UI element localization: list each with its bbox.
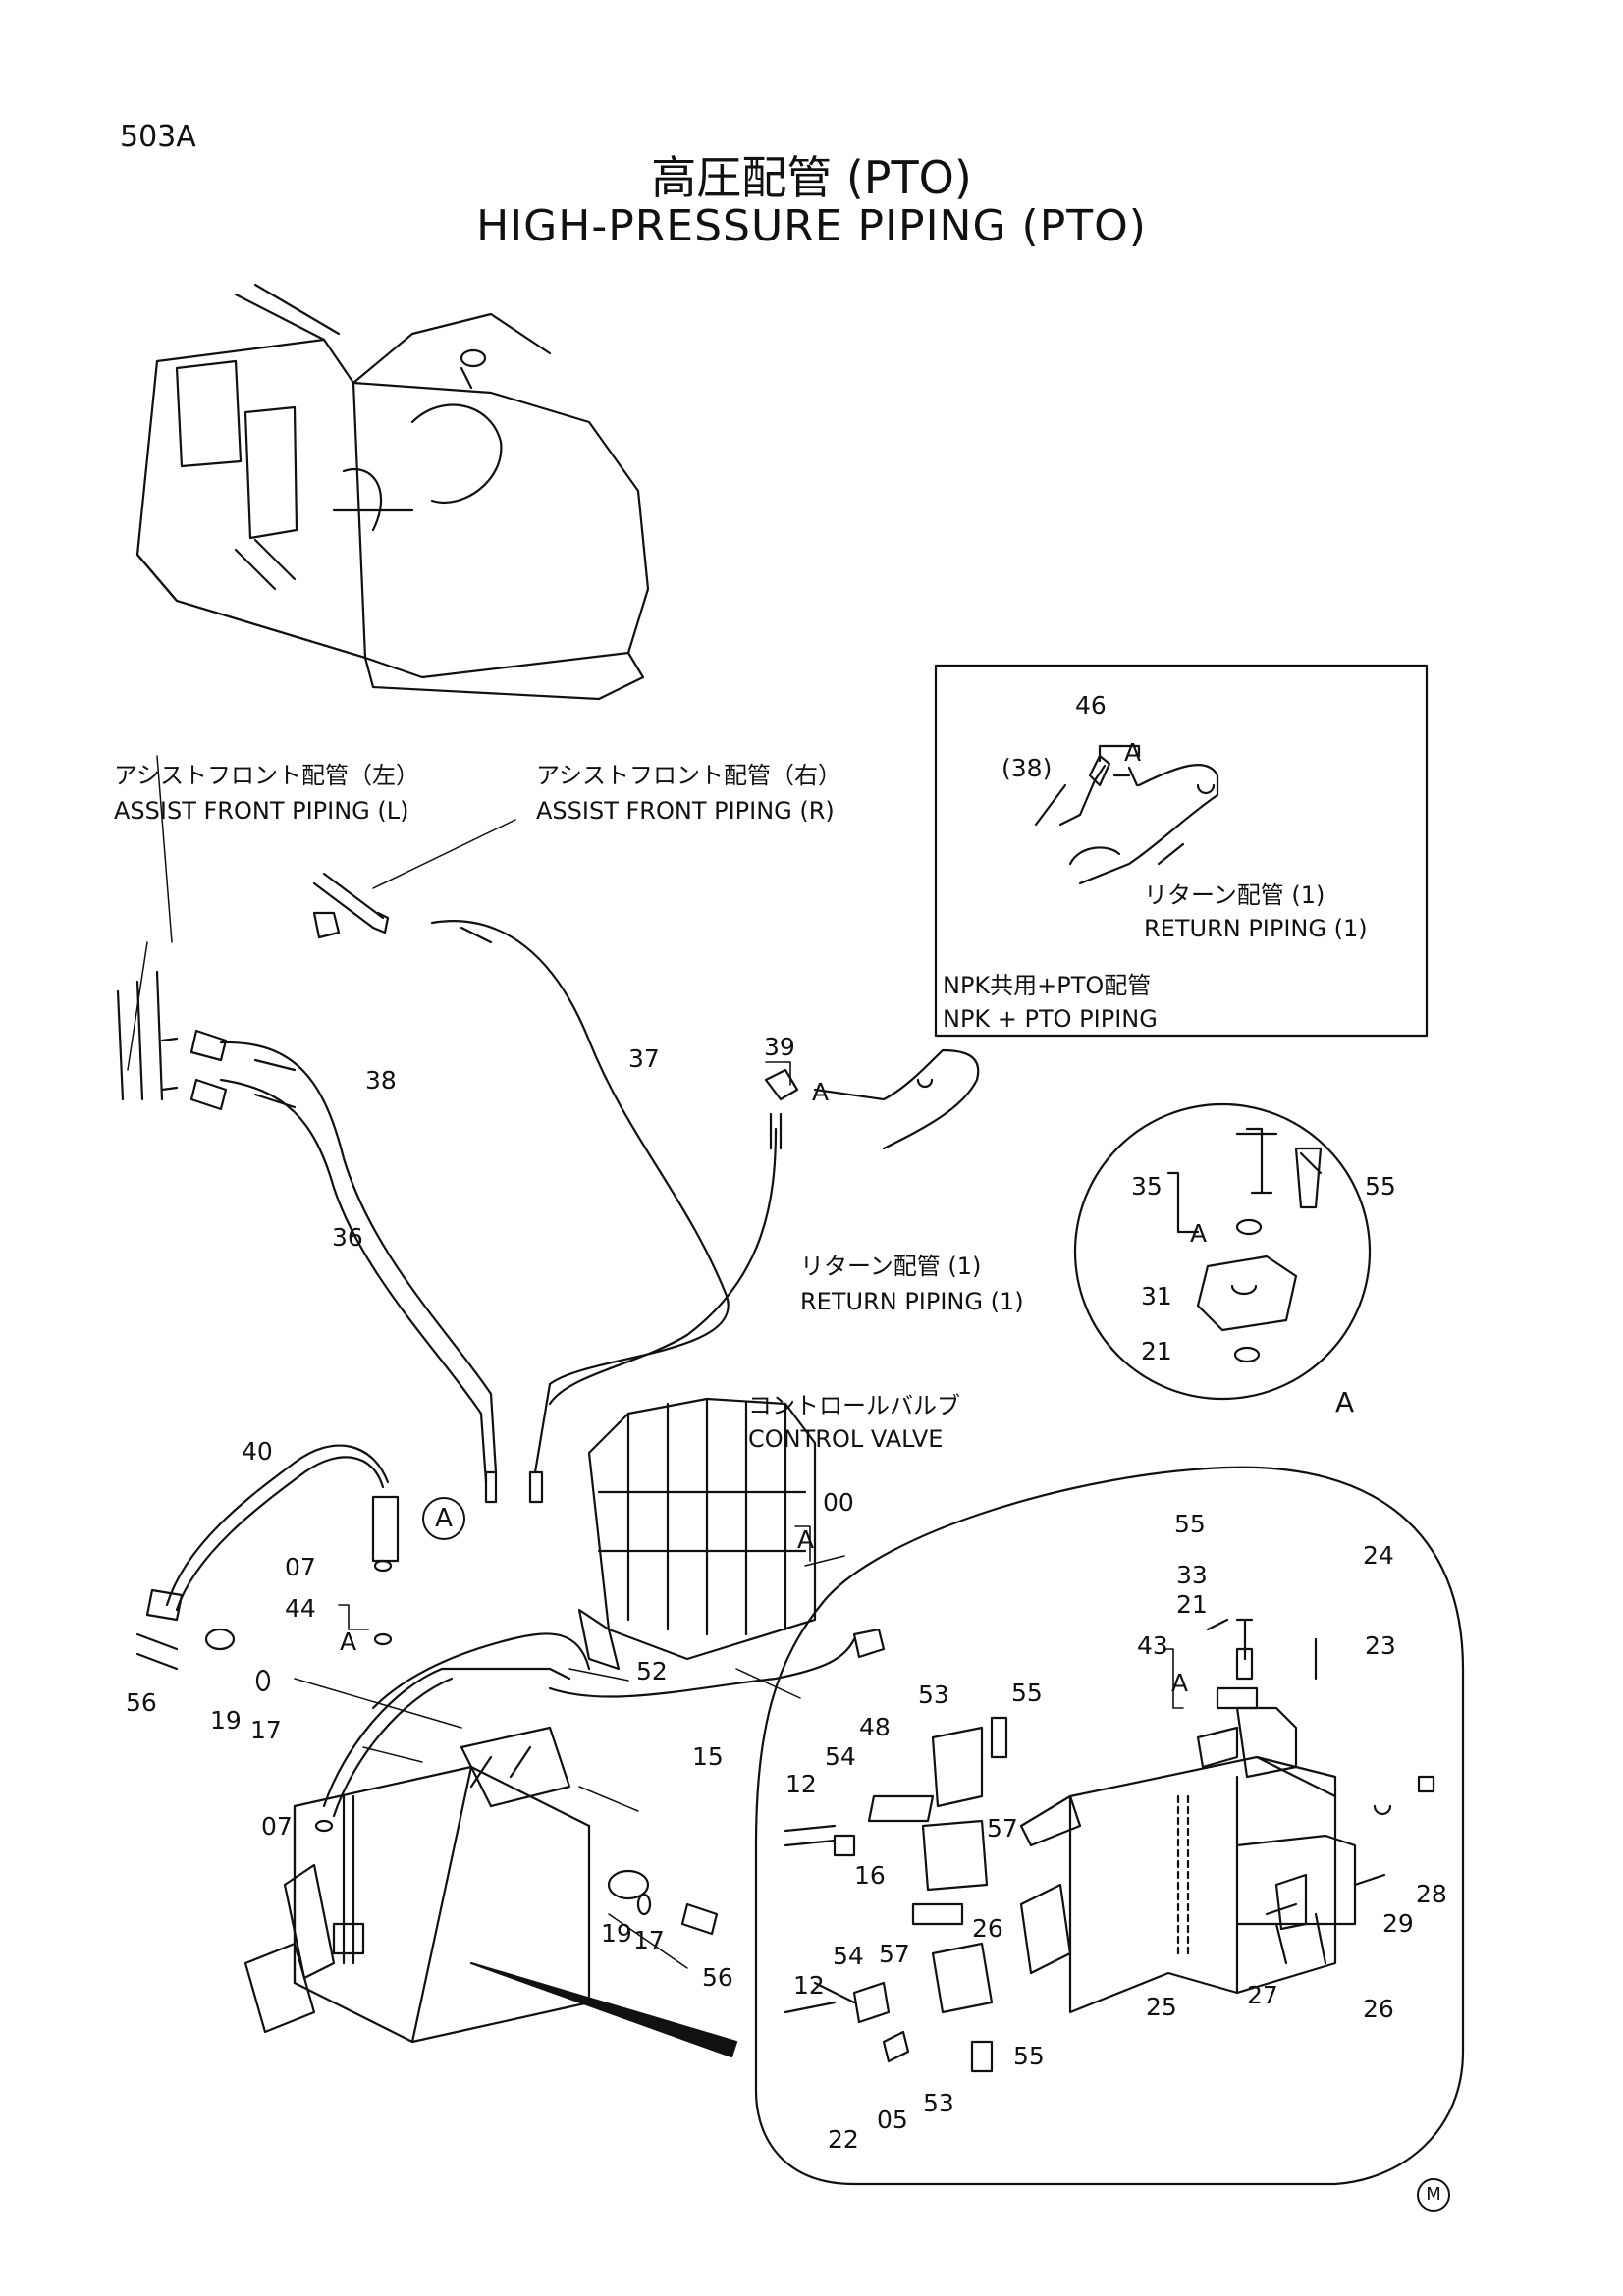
part-number: 53	[918, 1681, 949, 1709]
fittings-left	[135, 1559, 719, 1936]
part-number: 19	[210, 1706, 242, 1735]
part-number: 21	[1176, 1590, 1208, 1619]
pto-bracket-left	[243, 1726, 591, 2044]
part-number: 55	[1013, 2042, 1045, 2070]
part-number: 54	[833, 1942, 864, 1970]
part-number: 55	[1174, 1510, 1206, 1538]
part-number: 37	[628, 1044, 660, 1073]
part-number: 57	[879, 1940, 910, 1968]
part-number: 53	[923, 2089, 954, 2117]
part-number: 05	[877, 2106, 908, 2134]
part-number: 24	[1363, 1541, 1394, 1570]
inset-return-piping-en: RETURN PIPING (1)	[1144, 915, 1368, 942]
return-piping-main	[764, 1048, 980, 1150]
part-number: 23	[1365, 1631, 1396, 1660]
assist-front-piping-right	[312, 872, 390, 934]
part-number: A	[797, 1525, 815, 1554]
part-number: 16	[854, 1861, 886, 1890]
callout-a-marker: A	[422, 1497, 465, 1540]
part-number: 28	[1416, 1880, 1447, 1908]
return-piping-jp: リターン配管 (1)	[800, 1253, 982, 1280]
page-title-english: HIGH-PRESSURE PIPING (PTO)	[476, 201, 1147, 251]
return-piping-en: RETURN PIPING (1)	[800, 1288, 1024, 1315]
part-number: 57	[987, 1814, 1018, 1842]
part-number: 44	[285, 1594, 316, 1623]
part-number: 54	[825, 1742, 856, 1771]
detail-a-label: A	[1335, 1386, 1355, 1418]
part-number: 26	[972, 1914, 1003, 1943]
part-number: 27	[1247, 1981, 1278, 2009]
part-number: 39	[764, 1033, 795, 1061]
part-number: 31	[1141, 1282, 1172, 1310]
part-number: 25	[1146, 1993, 1177, 2021]
part-number: 48	[859, 1713, 891, 1741]
part-number: 55	[1365, 1172, 1396, 1201]
part-number: 56	[126, 1688, 157, 1717]
part-number: 15	[692, 1742, 724, 1771]
part-number: 17	[633, 1926, 665, 1954]
hose-40	[145, 1444, 400, 1622]
part-number: A	[340, 1628, 357, 1656]
part-number: A	[812, 1078, 830, 1106]
part-number: A	[1171, 1669, 1189, 1697]
part-number: 43	[1137, 1631, 1168, 1660]
pto-unit-details	[784, 1618, 1435, 2073]
assist-front-piping-right-jp: アシストフロント配管（右）	[536, 762, 842, 789]
detail-a-circle	[1073, 1102, 1372, 1401]
detail-pointer-wedge	[469, 1961, 738, 2058]
control-valve-en: CONTROL VALVE	[748, 1425, 944, 1453]
part-number: 07	[285, 1553, 316, 1581]
part-number: 38	[365, 1066, 397, 1095]
control-valve-jp: コントロールバルブ	[748, 1392, 960, 1419]
part-number: 19	[601, 1919, 632, 1948]
inset-return-piping-jp: リターン配管 (1)	[1144, 881, 1325, 909]
page-id: 503A	[120, 120, 196, 154]
page-title-japanese: 高圧配管 (PTO)	[651, 151, 972, 204]
part-number: 52	[636, 1657, 668, 1685]
inset-frame-npk-pto	[934, 664, 1429, 1038]
assist-front-piping-left-jp: アシストフロント配管（左）	[114, 762, 420, 789]
assist-front-piping-right-en: ASSIST FRONT PIPING (R)	[536, 797, 835, 825]
excavator-overview-illustration	[135, 283, 650, 701]
assist-front-piping-left-en: ASSIST FRONT PIPING (L)	[114, 797, 409, 825]
npk-pto-piping-en: NPK + PTO PIPING	[943, 1005, 1158, 1033]
part-number: 33	[1176, 1561, 1208, 1589]
part-number: 21	[1141, 1337, 1172, 1365]
control-valve-illustration	[577, 1397, 817, 1671]
hoses-main	[189, 911, 778, 1504]
npk-pto-piping-jp: NPK共用+PTO配管	[943, 972, 1152, 999]
part-number: 12	[793, 1971, 825, 2000]
part-number: 22	[828, 2125, 859, 2154]
part-number: A	[1190, 1219, 1208, 1248]
part-number: 17	[250, 1716, 282, 1744]
assist-front-piping-left	[116, 970, 179, 1101]
leader-lines	[127, 755, 845, 1969]
part-number: 36	[332, 1223, 363, 1252]
part-number: (38)	[1001, 754, 1053, 782]
part-number: 00	[823, 1488, 854, 1517]
part-number: 35	[1131, 1172, 1163, 1201]
part-number: 46	[1075, 691, 1107, 720]
part-number: 07	[261, 1812, 293, 1841]
detail-frame-pto-unit	[754, 1466, 1465, 2186]
part-number: 12	[785, 1770, 817, 1798]
manufacturer-mark: M	[1417, 2178, 1450, 2212]
part-number: 40	[242, 1437, 273, 1466]
part-number: A	[1124, 738, 1142, 767]
part-number: 56	[702, 1963, 733, 1992]
callout-brackets	[338, 1061, 1184, 1709]
part-number: 26	[1363, 1995, 1394, 2023]
part-number: 55	[1011, 1679, 1043, 1707]
part-number: 29	[1382, 1909, 1414, 1938]
